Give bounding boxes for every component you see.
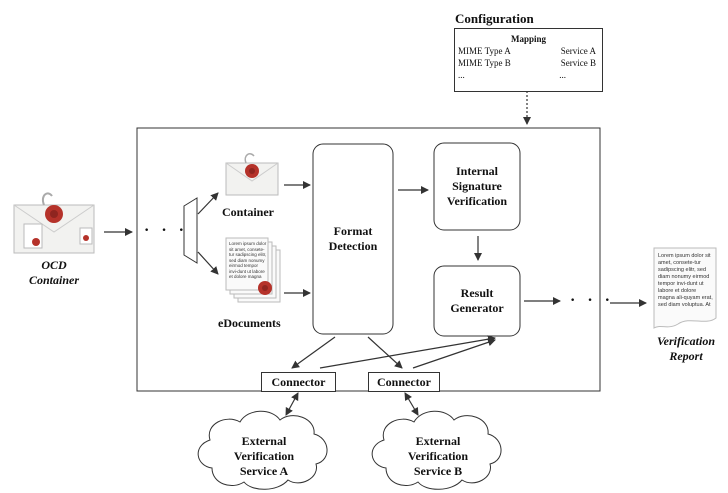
report-text: Lorem ipsum dolor sit amet, consete-tur …: [658, 253, 713, 308]
external-service-b-label: External Verification Service B: [407, 434, 469, 478]
result-generator-label: Result Generator: [450, 286, 504, 315]
splitter-shape: [183, 197, 198, 264]
mapping-mime: MIME Type B: [458, 58, 511, 68]
edocument-text: Lorem ipsum dolor sit amet, consete-tur …: [229, 241, 267, 279]
mapping-service: Service A: [560, 46, 596, 56]
cloud-service-b: [371, 410, 502, 490]
format-detection-label: Format Detection: [328, 224, 378, 253]
arrow-connector-b-cloud: [404, 392, 419, 416]
edocuments-label: eDocuments: [218, 316, 281, 330]
arrow-format-to-connector-b: [367, 336, 403, 369]
ocd-container-label: OCD Container: [28, 258, 79, 287]
verification-report-icon: [653, 247, 717, 329]
configuration-title: Configuration: [455, 11, 534, 26]
edocuments-icon: [225, 237, 281, 303]
internal-sig-box: [433, 142, 521, 231]
arrow-connector-a-to-result: [319, 335, 496, 369]
arrow-to-container: [197, 192, 219, 215]
mapping-row: MIME Type B Service B: [458, 58, 596, 69]
mapping-mime: ...: [458, 70, 465, 80]
external-service-a-label: External Verification Service A: [233, 434, 295, 478]
mapping-header: Mapping: [510, 34, 546, 44]
mapping-service: Service B: [560, 58, 596, 68]
arrow-format-to-connector-a: [291, 336, 336, 369]
mapping-row: MIME Type A Service A: [458, 46, 596, 57]
internal-sig-label: Internal Signature Verification: [446, 164, 508, 208]
arrow-connector-a-cloud: [285, 392, 299, 416]
mapping-mime: MIME Type A: [458, 46, 511, 56]
ellipsis-left: · · ·: [144, 222, 189, 239]
connector-a: Connector: [261, 372, 336, 392]
cloud-service-a: [197, 410, 328, 490]
mapping-row: ... ...: [458, 70, 596, 81]
verification-report-label: Verification Report: [656, 334, 715, 363]
mapping-table: Mapping MIME Type A Service A MIME Type …: [454, 28, 603, 92]
ocd-container-icon: [13, 192, 95, 254]
format-detection-box: [312, 143, 394, 335]
ellipsis-right: · · ·: [570, 292, 615, 309]
arrow-to-edocuments: [197, 251, 219, 275]
container-label: Container: [222, 205, 274, 219]
connector-b: Connector: [368, 372, 440, 392]
result-generator-box: [433, 265, 521, 337]
arrow-connector-b-to-result: [412, 338, 496, 369]
container-icon: [225, 153, 279, 196]
mapping-service: ...: [559, 70, 566, 80]
